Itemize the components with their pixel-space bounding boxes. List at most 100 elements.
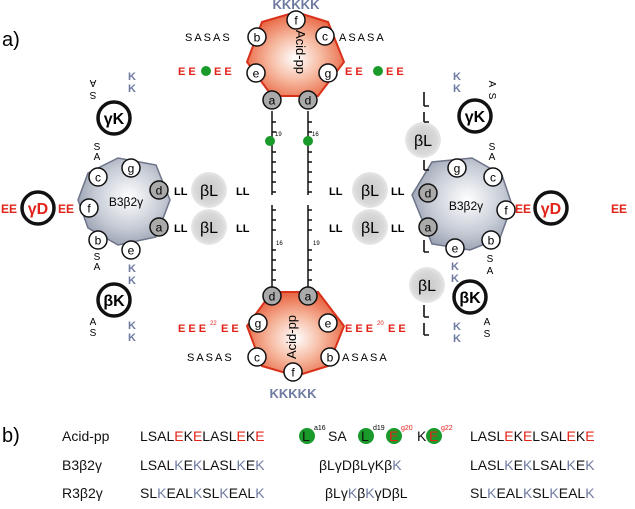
- right-b3b2g-label: B3β2γ: [449, 199, 483, 213]
- right-beta-l-1: βL: [361, 183, 379, 200]
- seq-segment: EAL: [229, 485, 256, 501]
- seq-segment: LSAL: [532, 457, 566, 473]
- left-gamma-d: γD: [28, 201, 48, 218]
- right-beta-l-bottom: βL: [418, 278, 436, 295]
- bottom-pos-b: b: [327, 351, 334, 365]
- top-left-ee: E E: [178, 66, 196, 78]
- seq-segment: K: [184, 428, 194, 444]
- seq-segment: βLγ: [325, 485, 348, 501]
- b3b2g-seq-middle: βLγDβLγKβK: [319, 457, 402, 473]
- seq-segment: LSAL: [532, 428, 566, 444]
- seq-segment: EAL: [166, 485, 193, 501]
- left-b3b2g-label: B3β2γ: [109, 195, 143, 209]
- left-s2: S: [94, 252, 101, 263]
- right-gamma-k: γK: [465, 109, 486, 126]
- seq-segment: SL: [202, 485, 219, 501]
- bottom-pos-d: d: [269, 290, 276, 304]
- top-pos-c: c: [322, 30, 328, 44]
- seq-segment: K: [193, 485, 203, 501]
- top-right-ee2: E E: [386, 66, 404, 78]
- top-helical-wheel: KKKKK Acid-pp f b c e g a d SASAS ASASA …: [178, 0, 404, 195]
- acid-mid-e1: E: [389, 428, 398, 444]
- right-ll-1: LL: [329, 186, 343, 198]
- top-left-motif: SASAS: [185, 32, 232, 44]
- seq-segment: SL: [140, 485, 157, 501]
- bottom-left-ee2: E E: [221, 323, 239, 335]
- seq-segment: SL: [532, 485, 549, 501]
- left-ll-4: LL: [236, 223, 250, 235]
- left-top-s: S: [89, 89, 96, 100]
- left-pos-b: b: [95, 234, 102, 248]
- right-top-a: A: [486, 81, 497, 88]
- left-s1: S: [94, 142, 101, 153]
- top-right-ee: E E: [345, 66, 363, 78]
- left-a2: A: [94, 262, 101, 273]
- seq-segment: K: [523, 457, 533, 473]
- left-a1: A: [94, 152, 101, 163]
- right-pos-e: e: [452, 242, 459, 256]
- acid-mid-sup3: g20: [401, 425, 413, 432]
- seq-segment: K: [193, 457, 203, 473]
- seq-segment: E: [514, 457, 523, 473]
- right-pos-c: c: [490, 171, 496, 185]
- bottom-right-ee2: E E: [388, 323, 406, 335]
- seq-segment: E: [585, 428, 594, 444]
- seq-segment: K: [219, 485, 229, 501]
- bottom-right-sup: 20: [377, 321, 384, 327]
- top-pos-g: g: [325, 67, 332, 81]
- top-pos-d: d: [305, 94, 312, 108]
- r3b2g-seq-right: SLKEALKSLKEALK: [470, 485, 595, 501]
- seq-segment: LASL: [202, 457, 236, 473]
- seq-segment: K: [348, 485, 358, 501]
- left-mid-k2: K: [128, 275, 136, 287]
- bottom-leu-sup-left: 16: [276, 241, 283, 247]
- acid-mid-k: K: [417, 428, 427, 444]
- r3b2g-seq-left: SLKEALKSLKEALK: [140, 485, 265, 501]
- left-top-a: A: [89, 77, 96, 88]
- seq-segment: β: [357, 485, 365, 501]
- left-ee-outer: EE: [1, 202, 17, 216]
- top-left-ee2: E E: [214, 66, 232, 78]
- seq-segment: E: [567, 428, 576, 444]
- seq-segment: LASL: [470, 428, 504, 444]
- left-pos-e: e: [128, 244, 135, 258]
- center-leucine-ticks: [272, 121, 312, 281]
- right-top-k1: K: [453, 71, 461, 83]
- left-bot-a: A: [90, 317, 97, 328]
- bottom-acid-pp-label: Acid-pp: [284, 315, 299, 359]
- right-ll-3: LL: [391, 186, 405, 198]
- left-ee-inner: EE: [58, 202, 74, 216]
- seq-segment: K: [504, 457, 514, 473]
- left-bot-k1: K: [128, 320, 136, 332]
- acid-mid-sup2: d19: [373, 425, 385, 432]
- seq-segment: E: [255, 428, 264, 444]
- bottom-left-motif: SASAS: [187, 352, 234, 364]
- row-label-acid-pp: Acid-pp: [62, 428, 110, 444]
- top-right-motif: ASASA: [339, 32, 386, 44]
- right-pos-b: b: [488, 234, 495, 248]
- top-kkkkk: KKKKK: [273, 0, 321, 12]
- right-top-s: S: [486, 93, 497, 100]
- left-bot-k2: K: [128, 332, 136, 344]
- right-pos-f: f: [504, 204, 508, 218]
- seq-segment: K: [576, 428, 586, 444]
- right-bot-s: S: [484, 329, 491, 340]
- seq-segment: K: [365, 485, 375, 501]
- left-pos-f: f: [87, 202, 91, 216]
- sequence-panel: Acid-pp B3β2γ R3β2γ LSALEKELASLEKE LASLE…: [62, 425, 595, 501]
- acid-green-dot-2: [358, 428, 374, 444]
- acid-green-dot-4: [426, 428, 442, 444]
- right-mid-k2: K: [451, 273, 459, 285]
- right-pos-g: g: [454, 162, 461, 176]
- left-beta-k: βK: [103, 293, 125, 310]
- right-pos-d: d: [425, 187, 432, 201]
- left-pos-a: a: [156, 221, 163, 235]
- seq-segment: LASL: [202, 428, 236, 444]
- right-bot-k1: K: [453, 321, 461, 333]
- acid-mid-sa: SA: [328, 428, 347, 444]
- right-bot-k2: K: [453, 333, 461, 345]
- right-a1: A: [489, 152, 496, 163]
- seq-segment: E: [174, 428, 183, 444]
